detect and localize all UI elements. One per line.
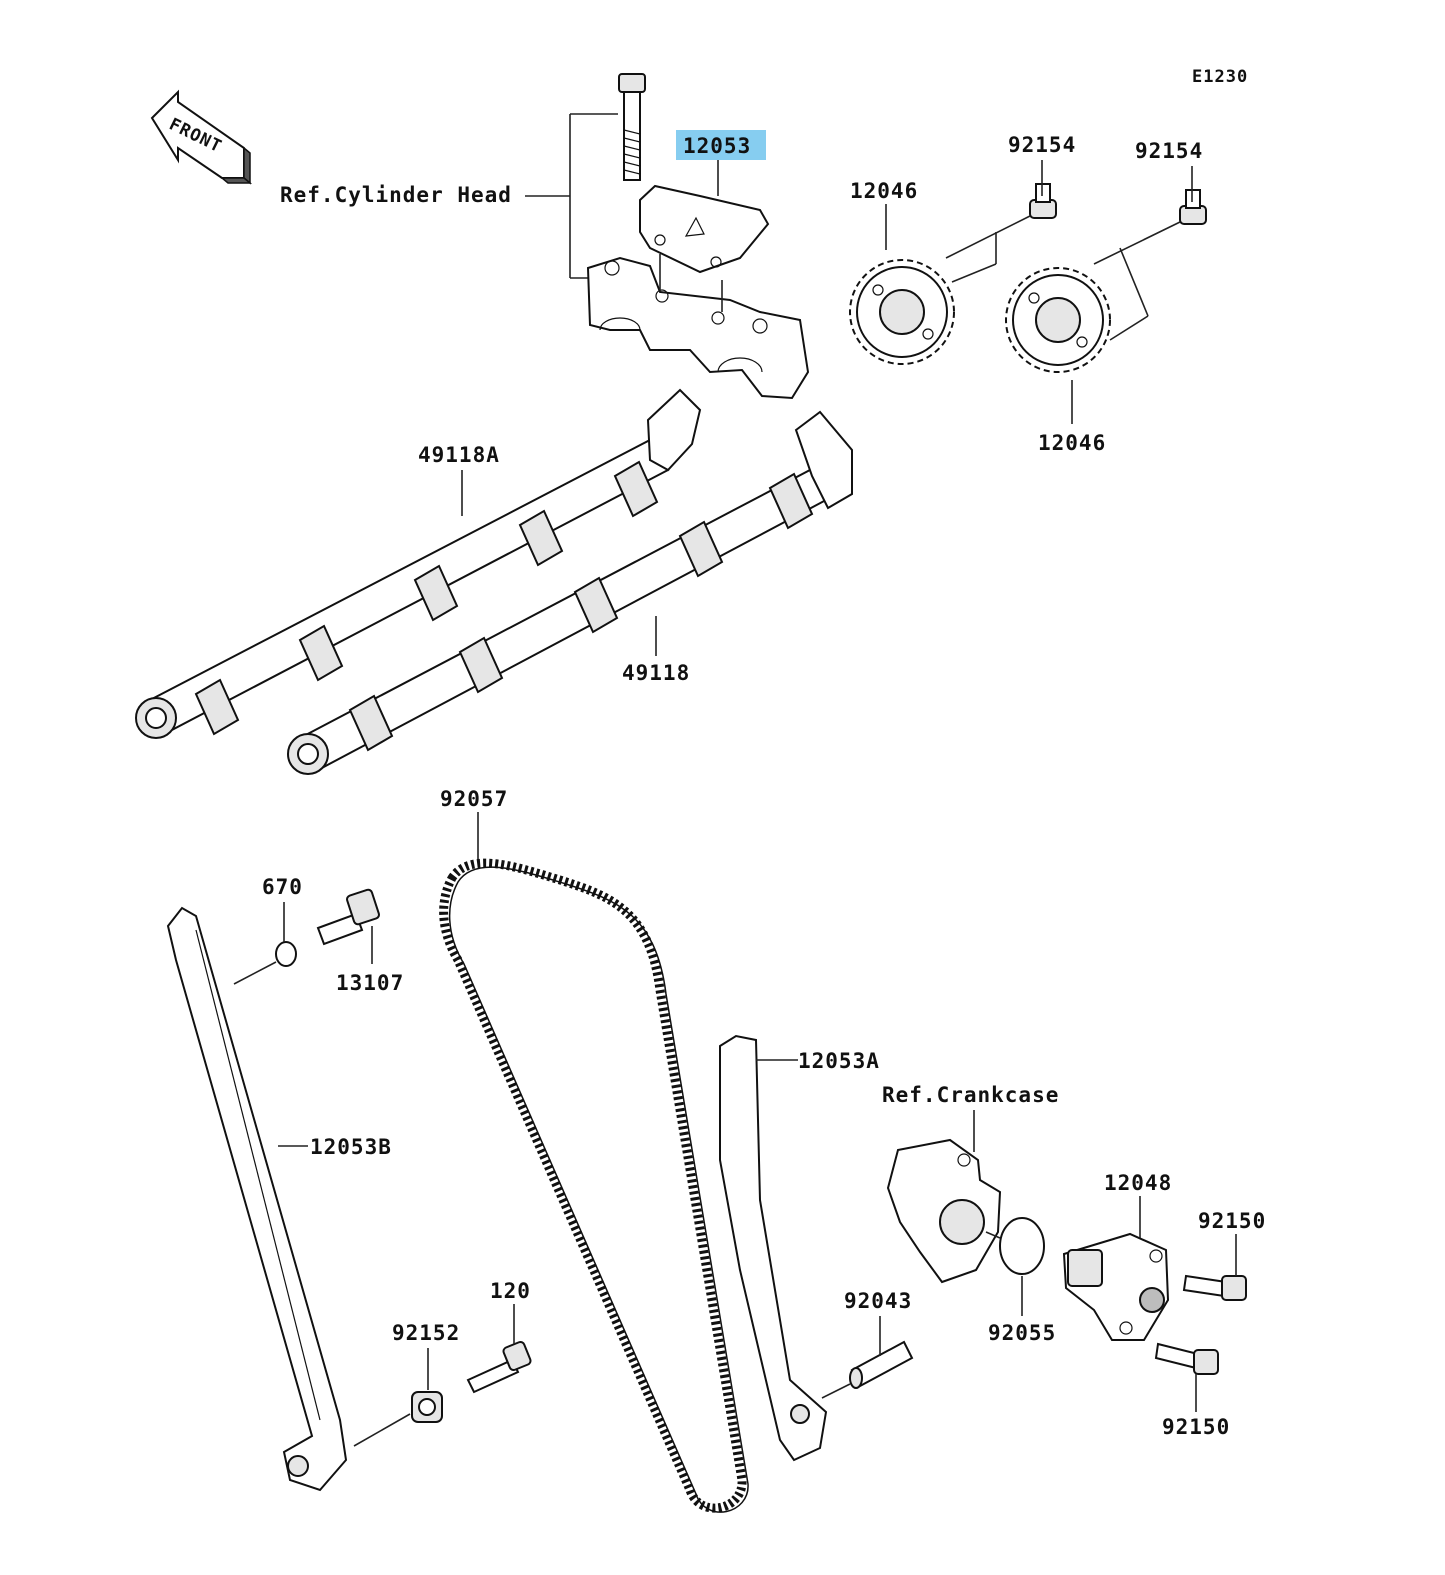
camshaft-exhaust bbox=[287, 410, 853, 775]
tensioner-12048 bbox=[1062, 1232, 1170, 1341]
sprocket-bolt-b bbox=[1179, 189, 1207, 225]
part-label-49118A[interactable]: 49118A bbox=[418, 443, 500, 467]
ref-cylinder-head-label: Ref.Cylinder Head bbox=[280, 183, 512, 207]
part-label-92150-a[interactable]: 92150 bbox=[1198, 1209, 1266, 1233]
guide-pin-13107 bbox=[316, 888, 380, 946]
sprocket-bolt-a bbox=[1029, 183, 1057, 219]
part-label-120[interactable]: 120 bbox=[490, 1279, 531, 1303]
part-label-92055[interactable]: 92055 bbox=[988, 1321, 1056, 1345]
o-ring-92055 bbox=[999, 1217, 1045, 1275]
part-label-92154-b[interactable]: 92154 bbox=[1135, 139, 1203, 163]
part-label-12048[interactable]: 12048 bbox=[1104, 1171, 1172, 1195]
timing-chain bbox=[439, 858, 749, 1513]
part-label-92043[interactable]: 92043 bbox=[844, 1289, 912, 1313]
diagram-code: E1230 bbox=[1192, 67, 1248, 87]
part-label-13107[interactable]: 13107 bbox=[336, 971, 404, 995]
bolt-92150-a bbox=[1182, 1274, 1247, 1301]
part-label-670[interactable]: 670 bbox=[262, 875, 303, 899]
part-label-92150-b[interactable]: 92150 bbox=[1162, 1415, 1230, 1439]
part-label-12053B[interactable]: 12053B bbox=[310, 1135, 392, 1159]
part-label-92152[interactable]: 92152 bbox=[392, 1321, 460, 1345]
cam-sprocket-right bbox=[1005, 267, 1111, 373]
part-label-12053[interactable]: 12053 bbox=[683, 134, 751, 158]
pin-92043 bbox=[849, 1340, 914, 1389]
camshaft-intake bbox=[135, 388, 702, 739]
part-label-12053A[interactable]: 12053A bbox=[798, 1049, 880, 1073]
part-label-12046-top[interactable]: 12046 bbox=[850, 179, 918, 203]
ref-cylinder-head-leader bbox=[525, 113, 618, 279]
ref-crankcase-label: Ref.Crankcase bbox=[882, 1083, 1059, 1107]
highlight-12053 bbox=[676, 130, 766, 160]
chain-guide-top-plate bbox=[639, 184, 770, 274]
part-label-92057[interactable]: 92057 bbox=[440, 787, 508, 811]
part-label-12046-bottom[interactable]: 12046 bbox=[1038, 431, 1106, 455]
chain-guide-12053B bbox=[166, 906, 348, 1492]
front-arrow-icon bbox=[150, 89, 253, 185]
crankcase-boss bbox=[886, 1138, 1002, 1284]
bolt-92150-b bbox=[1154, 1342, 1219, 1375]
part-label-92154-a[interactable]: 92154 bbox=[1008, 133, 1076, 157]
cam-holder bbox=[586, 256, 810, 400]
bolt-120 bbox=[466, 1340, 532, 1394]
o-ring-670 bbox=[275, 941, 297, 967]
collar-92152 bbox=[411, 1391, 443, 1423]
cam-sprocket-left bbox=[849, 259, 955, 365]
cam-cap-bolt bbox=[618, 73, 646, 181]
part-label-49118[interactable]: 49118 bbox=[622, 661, 690, 685]
chain-guide-12053A bbox=[719, 1034, 828, 1462]
